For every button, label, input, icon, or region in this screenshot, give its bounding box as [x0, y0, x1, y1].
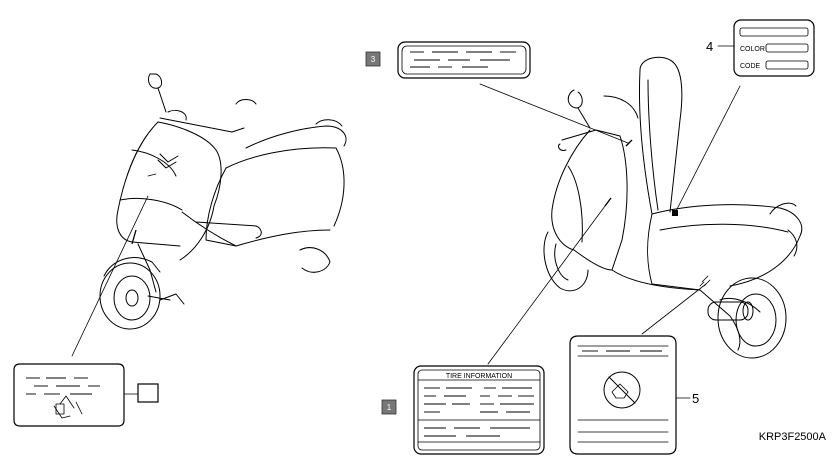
color-label: COLOR — [740, 46, 765, 53]
callout-badge-3-text: 3 — [371, 55, 376, 64]
code-field — [765, 60, 809, 70]
label-panel-3 — [397, 41, 531, 79]
figure-reference-code: KRP3F2500A — [759, 431, 827, 443]
callout-number-4: 4 — [706, 39, 713, 54]
leader-5 — [641, 283, 707, 335]
prohibition-icon — [603, 371, 641, 409]
scooter-left-illustration — [99, 73, 347, 330]
callout-number-5: 5 — [692, 391, 699, 406]
label-panel-5 — [569, 335, 677, 455]
code-label: CODE — [740, 63, 761, 70]
callout-badge-1: 1 — [381, 399, 397, 415]
leader-4 — [674, 85, 741, 214]
leader-1 — [487, 201, 609, 365]
tire-information-title: TIRE INFORMATION — [446, 373, 512, 380]
leader-3 — [479, 83, 629, 144]
color-field — [765, 43, 809, 53]
leader-left — [71, 195, 149, 357]
right-label-mark-3 — [625, 139, 633, 147]
unnumbered-callout-box — [137, 383, 159, 403]
label-panel-4: COLOR CODE — [733, 19, 815, 77]
callout-badge-3: 3 — [365, 51, 381, 67]
callout-badge-1-text: 1 — [387, 403, 392, 412]
label-panel-1: TIRE INFORMATION — [413, 365, 545, 455]
left-label-mark — [131, 229, 137, 245]
label-panel-left — [13, 363, 125, 427]
scooter-right-illustration — [543, 56, 803, 359]
